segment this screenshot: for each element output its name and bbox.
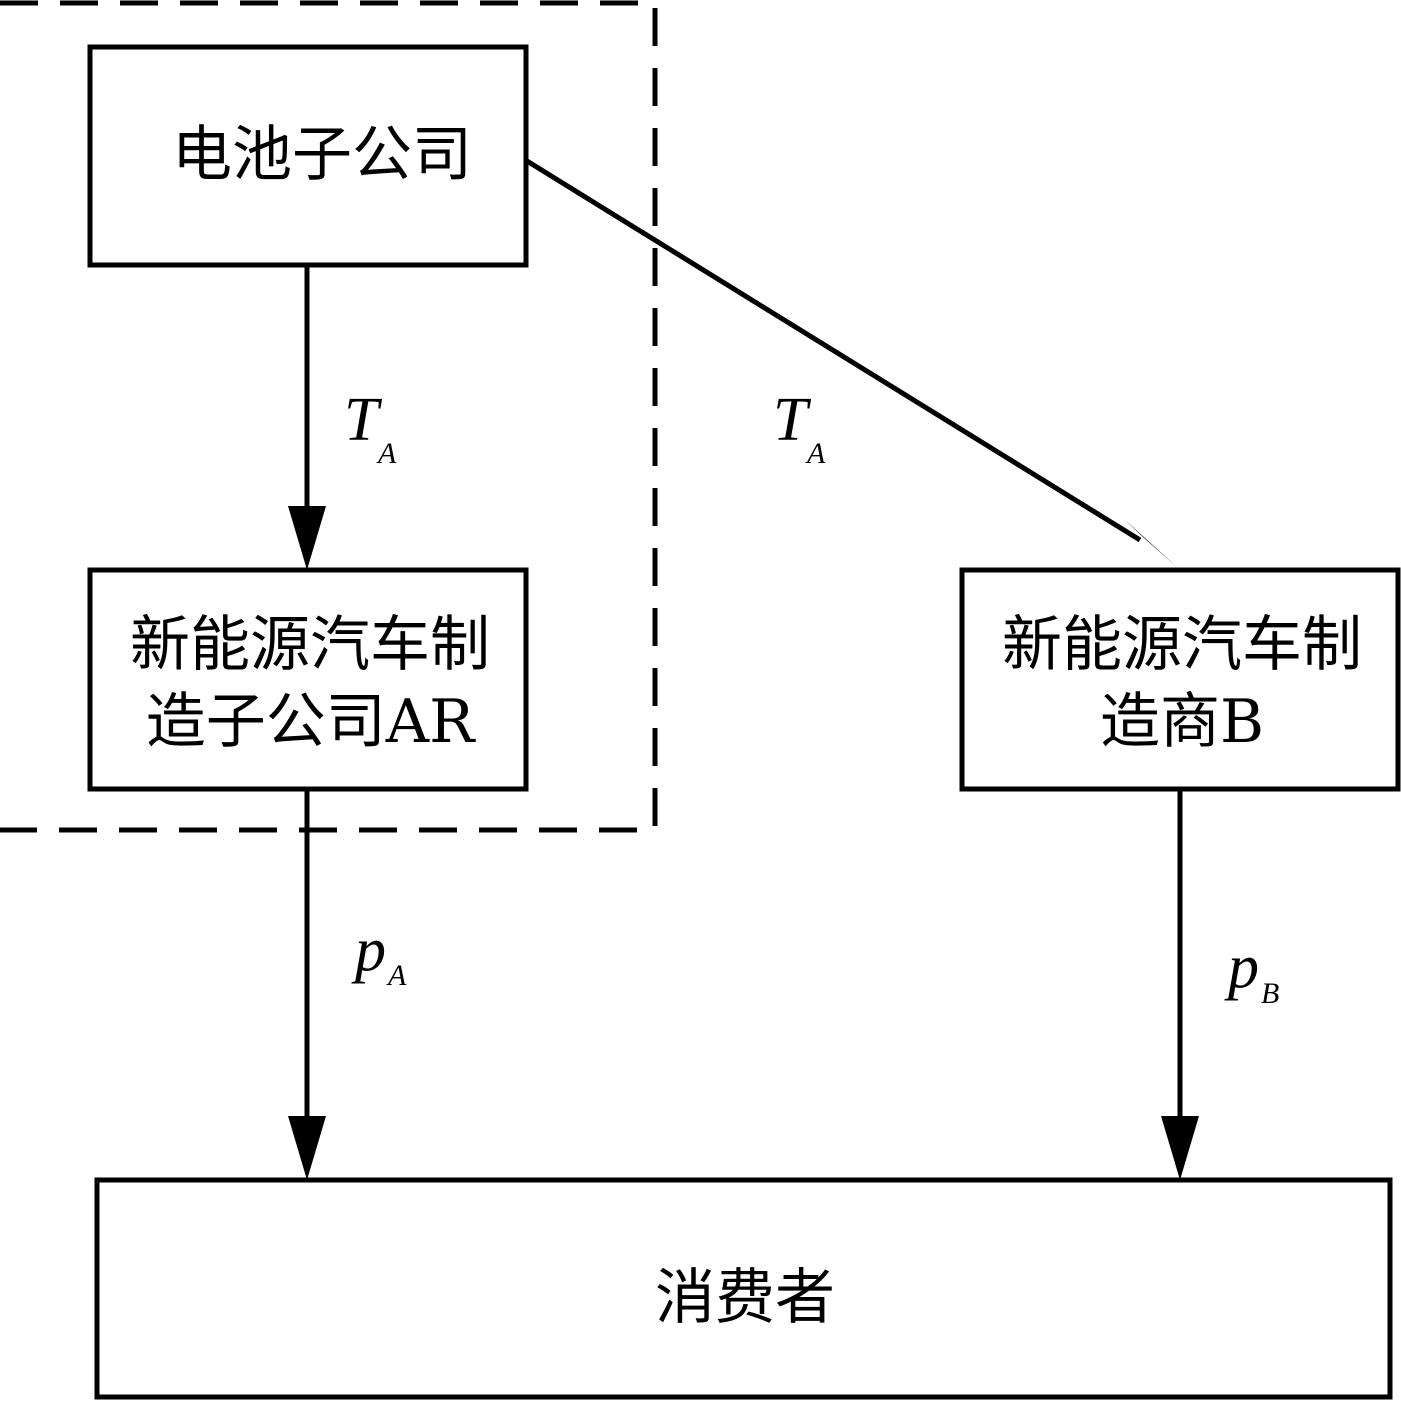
- node-car-subsidiary-ar: 新能源汽车制 造子公司AR: [87, 567, 529, 792]
- node-consumer-label: 消费者: [655, 1263, 835, 1333]
- node-consumer: 消费者: [94, 1177, 1393, 1400]
- group-boundary: [0, 0, 658, 833]
- node-car-maker-b: 新能源汽车制 造商B: [959, 567, 1401, 792]
- label-sub: A: [805, 437, 826, 470]
- label-a-to-consumer: p A: [351, 916, 407, 992]
- label-main: T: [344, 386, 383, 454]
- label-sub: B: [1261, 977, 1279, 1010]
- label-b-to-consumer: p B: [1224, 933, 1279, 1010]
- label-sub: A: [386, 959, 407, 992]
- label-main: p: [351, 916, 386, 984]
- arrowhead-battery-to-a: [288, 506, 326, 570]
- node-car-a-label-line1: 新能源汽车制: [130, 610, 490, 680]
- node-battery-subsidiary: 电池子公司: [87, 44, 529, 268]
- edge-battery-to-b: [525, 158, 1142, 543]
- arrowhead-a-to-consumer: [288, 1116, 326, 1180]
- label-battery-to-a: T A: [344, 386, 397, 470]
- node-car-b-label-line2: 造商B: [1100, 687, 1264, 757]
- label-main: p: [1224, 933, 1259, 1001]
- arrowhead-battery-to-b: [1124, 519, 1178, 568]
- node-battery-label: 电池子公司: [172, 120, 472, 190]
- label-main: T: [773, 386, 812, 454]
- arrowhead-b-to-consumer: [1161, 1116, 1199, 1180]
- label-battery-to-b: T A: [773, 386, 826, 470]
- node-car-a-label-line2: 造子公司AR: [146, 687, 476, 757]
- node-car-b-label-line1: 新能源汽车制: [1002, 610, 1362, 680]
- label-sub: A: [376, 437, 397, 470]
